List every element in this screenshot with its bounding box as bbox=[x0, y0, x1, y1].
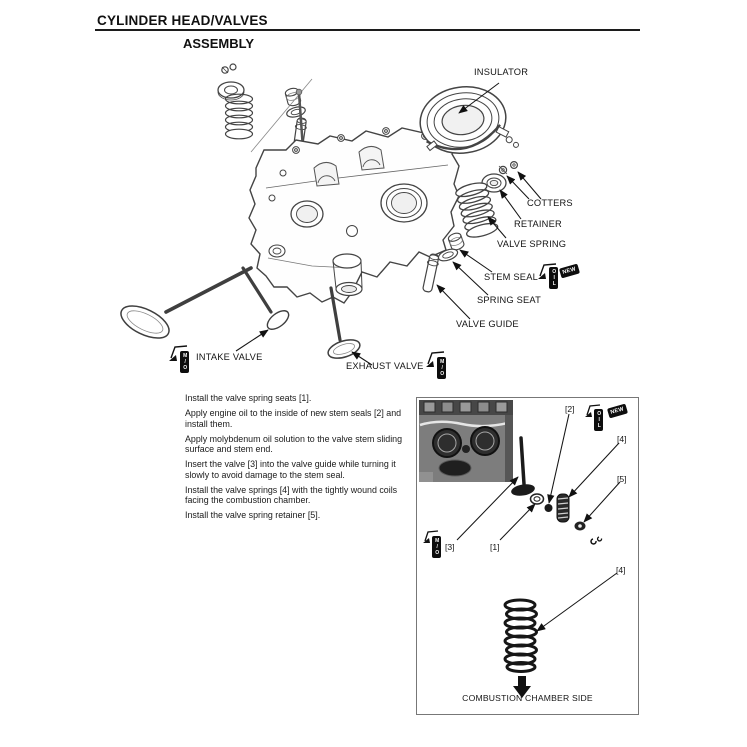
label-retainer: RETAINER bbox=[514, 219, 562, 229]
exhaust-valve-drawing bbox=[327, 286, 361, 359]
callout-5: [5] bbox=[617, 474, 627, 484]
retainer-drawing bbox=[481, 173, 507, 193]
label-stem-seal: STEM SEAL bbox=[484, 272, 538, 282]
assembly-instructions: Install the valve spring seats [1]. Appl… bbox=[185, 393, 419, 525]
instruction-step: Install the valve springs [4] with the t… bbox=[185, 484, 398, 506]
moly-oil-tag: M/O bbox=[437, 357, 446, 379]
callout-1: [1] bbox=[490, 542, 500, 552]
moly-oil-tag: M/O bbox=[180, 351, 189, 373]
figure-parts bbox=[511, 436, 603, 545]
label-valve-spring: VALVE SPRING bbox=[497, 239, 567, 249]
page-subtitle: ASSEMBLY bbox=[183, 36, 255, 51]
stem-seal-oil-icon: OIL bbox=[536, 260, 586, 292]
stem-seal-drawing bbox=[447, 232, 465, 251]
page-title: CYLINDER HEAD/VALVES bbox=[97, 13, 268, 28]
figure-callout-arrows bbox=[456, 413, 621, 632]
figure-art bbox=[419, 400, 621, 698]
label-cotters: COTTERS bbox=[527, 198, 573, 208]
oil-tag: OIL bbox=[549, 267, 558, 289]
oil-tag: OIL bbox=[594, 409, 603, 431]
intake-valve-drawing bbox=[120, 266, 290, 339]
cotters-drawing bbox=[498, 161, 519, 175]
instruction-step: Insert the valve [3] into the valve guid… bbox=[185, 459, 396, 480]
callout-2: [2] bbox=[565, 404, 575, 414]
instruction-step: Apply molybdenum oil solution to the val… bbox=[185, 433, 403, 455]
spring-seat-drawing bbox=[437, 248, 459, 262]
title-rule bbox=[95, 29, 640, 31]
valve-guide-drawing bbox=[422, 253, 440, 293]
figure-oil-icon: OIL bbox=[584, 402, 612, 432]
valve-spring-drawing bbox=[455, 182, 499, 238]
moly-oil-tag: M/O bbox=[432, 536, 441, 558]
label-exhaust-valve: EXHAUST VALVE bbox=[346, 361, 424, 371]
insulator-drawing bbox=[419, 86, 519, 154]
label-valve-guide: VALVE GUIDE bbox=[456, 319, 519, 329]
cylinder-head-drawing bbox=[248, 88, 460, 304]
figure-caption: COMBUSTION CHAMBER SIDE bbox=[462, 693, 593, 703]
callout-3: [3] bbox=[445, 542, 455, 552]
instruction-step: Install the valve spring retainer [5]. bbox=[185, 510, 321, 520]
cylinder-head-photo bbox=[419, 400, 513, 482]
label-insulator: INSULATOR bbox=[474, 67, 529, 77]
loose-parts-top-left bbox=[217, 63, 313, 153]
label-spring-seat: SPRING SEAT bbox=[477, 295, 542, 305]
label-intake-valve: INTAKE VALVE bbox=[196, 352, 263, 362]
exhaust-moly-oil-icon: M/O bbox=[424, 348, 456, 384]
assembly-figure: [2] [4] [5] [3] [1] [4] OIL NEW M/O COMB… bbox=[416, 397, 639, 715]
valve-spring-orientation-drawing bbox=[503, 598, 538, 698]
figure-moly-oil-icon: M/O bbox=[422, 528, 450, 560]
instruction-step: Apply engine oil to the inside of new st… bbox=[185, 408, 402, 429]
callout-4: [4] bbox=[617, 434, 627, 444]
intake-moly-oil-icon: M/O bbox=[167, 342, 199, 378]
callout-4-lower: [4] bbox=[616, 565, 626, 575]
instruction-step: Install the valve spring seats [1]. bbox=[185, 393, 312, 403]
